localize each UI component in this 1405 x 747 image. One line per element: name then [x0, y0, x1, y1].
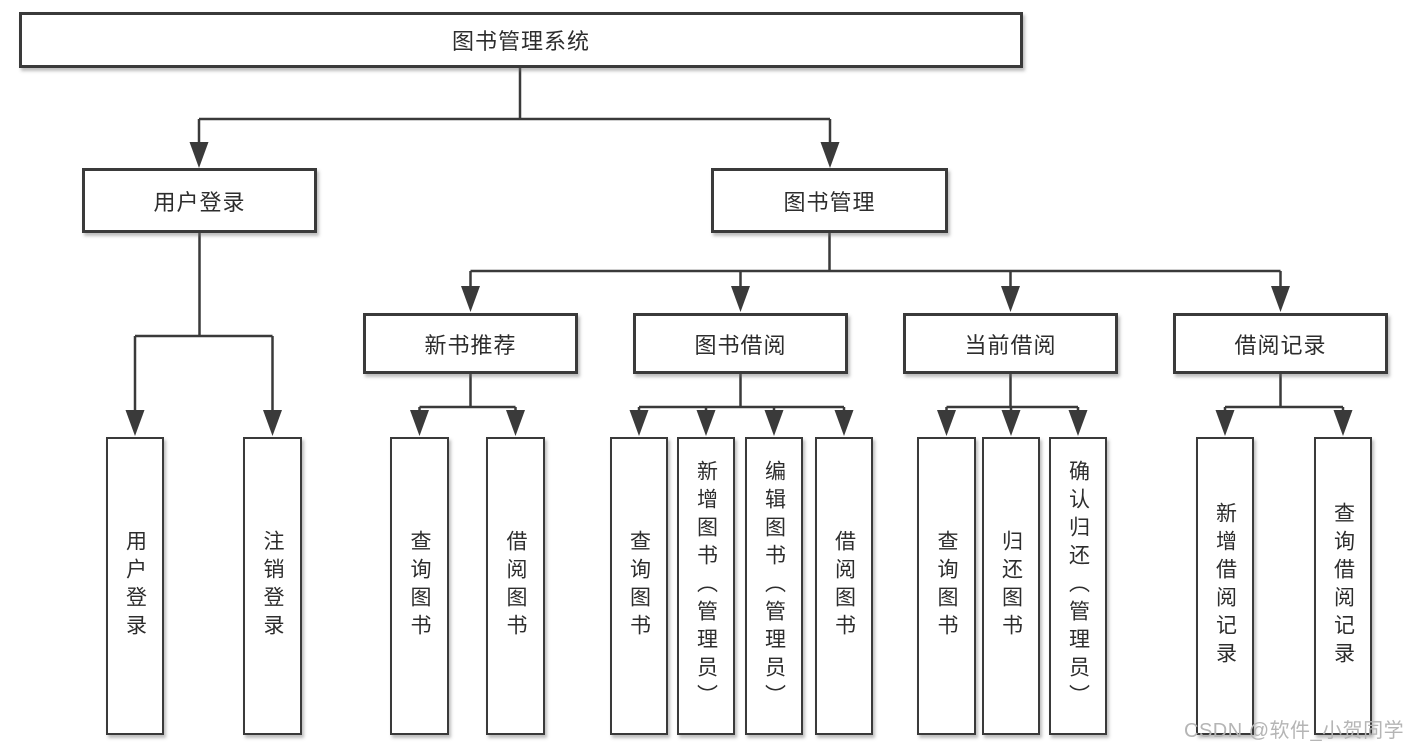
node-root: 图书管理系统: [19, 12, 1023, 68]
leaf-newbook-query: 查询图书: [390, 437, 449, 735]
leaf-borrow-query-label: 查询图书: [627, 530, 651, 642]
leaf-logout: 注销登录: [243, 437, 302, 735]
leaf-borrow-edit-admin-label: 编辑图书（管理员）: [762, 460, 786, 712]
leaf-borrow-edit-admin: 编辑图书（管理员）: [745, 437, 803, 735]
leaf-current-query: 查询图书: [917, 437, 976, 735]
leaf-borrow-add-admin: 新增图书（管理员）: [677, 437, 735, 735]
leaf-records-add-label: 新增借阅记录: [1213, 502, 1237, 670]
leaf-newbook-borrow-label: 借阅图书: [504, 530, 527, 642]
node-user-login-label: 用户登录: [153, 189, 246, 215]
leaf-current-return: 归还图书: [982, 437, 1040, 735]
node-book-management-label: 图书管理: [783, 189, 876, 215]
node-user-login: 用户登录: [82, 168, 317, 233]
node-root-label: 图书管理系统: [451, 29, 590, 54]
leaf-current-confirm-admin: 确认归还（管理员）: [1049, 437, 1107, 735]
leaf-borrow-borrow-label: 借阅图书: [832, 530, 856, 642]
node-current-borrow-label: 当前借阅: [964, 332, 1057, 358]
csdn-watermark: CSDN @软件_小贺同学: [1184, 720, 1405, 742]
node-new-books: 新书推荐: [363, 313, 578, 374]
leaf-current-return-label: 归还图书: [999, 530, 1023, 642]
leaf-current-query-label: 查询图书: [935, 530, 958, 642]
leaf-borrow-borrow: 借阅图书: [815, 437, 873, 735]
leaf-newbook-borrow: 借阅图书: [486, 437, 545, 735]
node-book-borrow-label: 图书借阅: [694, 332, 787, 358]
leaf-borrow-add-admin-label: 新增图书（管理员）: [694, 460, 718, 712]
leaf-logout-label: 注销登录: [261, 530, 284, 642]
node-current-borrow: 当前借阅: [903, 313, 1118, 374]
node-borrow-records-label: 借阅记录: [1234, 332, 1327, 358]
node-book-management: 图书管理: [711, 168, 948, 233]
node-borrow-records: 借阅记录: [1173, 313, 1388, 374]
leaf-newbook-query-label: 查询图书: [408, 530, 431, 642]
leaf-login-label: 用户登录: [123, 530, 147, 642]
leaf-current-confirm-admin-label: 确认归还（管理员）: [1066, 460, 1090, 712]
leaf-records-query-label: 查询借阅记录: [1331, 502, 1355, 670]
leaf-records-add: 新增借阅记录: [1196, 437, 1254, 735]
leaf-borrow-query: 查询图书: [610, 437, 668, 735]
node-book-borrow: 图书借阅: [633, 313, 848, 374]
leaf-login: 用户登录: [106, 437, 164, 735]
leaf-records-query: 查询借阅记录: [1314, 437, 1372, 735]
node-new-books-label: 新书推荐: [424, 332, 517, 358]
